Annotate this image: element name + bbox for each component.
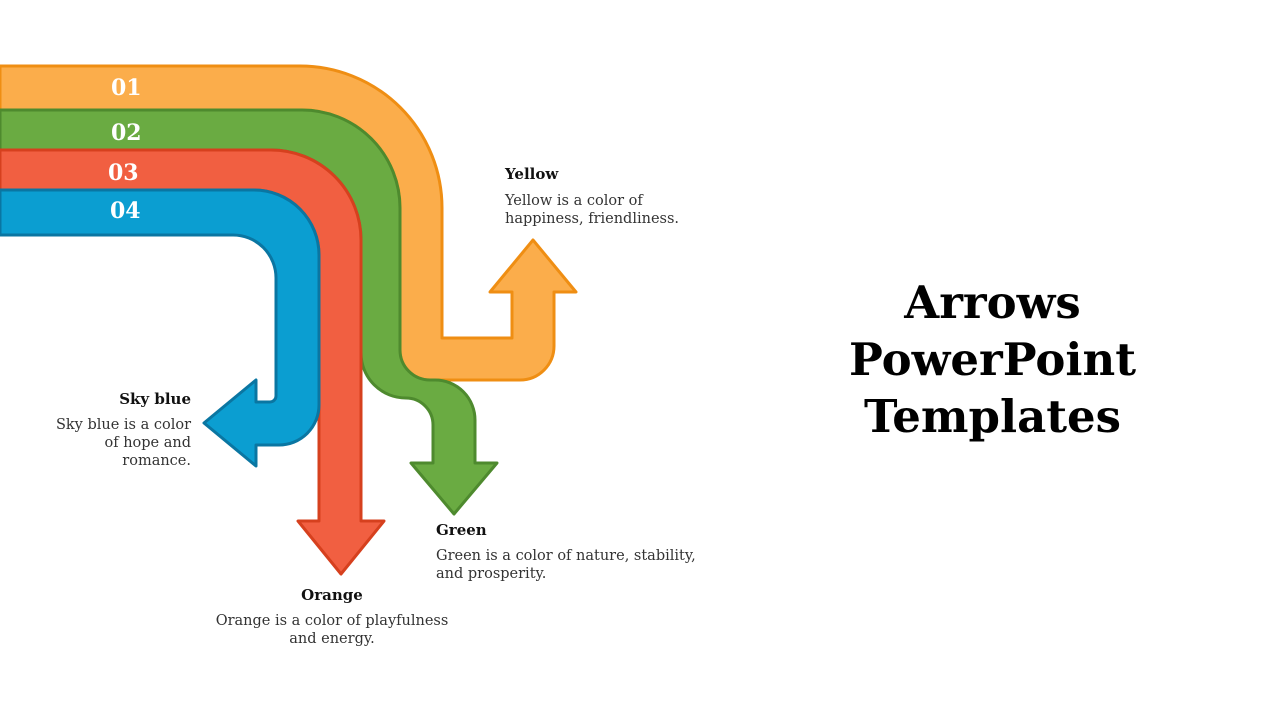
orange-description: Orange is a color of playfulness and ene… [215, 613, 449, 647]
orange-title: Orange [301, 586, 363, 604]
yellow-title: Yellow [505, 165, 559, 183]
green-description: Green is a color of nature, stability, a… [436, 548, 696, 582]
step-number-03: 03 [108, 160, 139, 186]
step-number-02: 02 [111, 120, 142, 146]
step-number-04: 04 [110, 198, 141, 224]
page-title: Arrows PowerPoint Templates [849, 276, 1136, 443]
step-number-01: 01 [111, 75, 142, 101]
yellow-description: Yellow is a color of happiness, friendli… [505, 193, 680, 227]
green-title: Green [436, 521, 487, 539]
sky-blue-arrow [0, 188, 321, 468]
sky-blue-title: Sky blue [119, 390, 191, 408]
sky-blue-description: Sky blue is a color of hope and romance. [55, 417, 191, 469]
